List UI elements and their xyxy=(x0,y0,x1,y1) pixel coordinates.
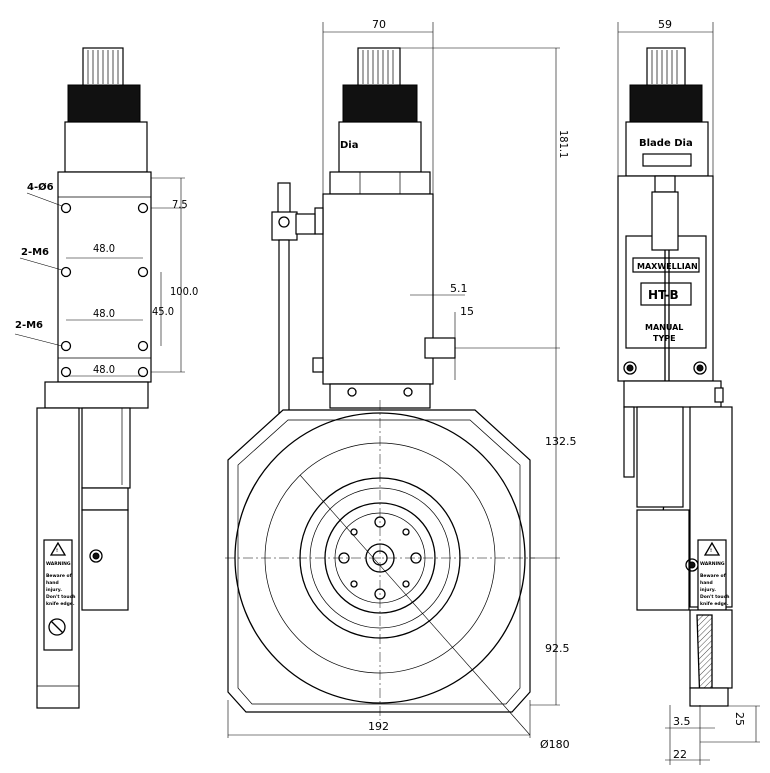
svg-text:!: ! xyxy=(56,548,58,554)
svg-text:knife edge.: knife edge. xyxy=(46,601,75,607)
model-label: HT-B xyxy=(648,288,679,302)
blade-dia-label: Blade Dia xyxy=(639,138,693,149)
screw-icon xyxy=(623,361,637,375)
svg-text:knife edge.: knife edge. xyxy=(700,601,729,607)
warning-triangle-icon xyxy=(703,541,721,556)
dim-100: 100.0 xyxy=(170,285,198,298)
dim-48-lower: 48.0 xyxy=(93,363,115,376)
brand-label: MAXWELLIAN xyxy=(637,262,698,271)
dim-circle-180: Ø180 xyxy=(540,738,570,751)
hole-icon xyxy=(137,340,149,352)
front-main-body xyxy=(322,193,434,385)
warning-title-left: WARNING xyxy=(46,561,71,567)
manual-label: MANUAL xyxy=(645,323,683,332)
screw-icon xyxy=(693,361,707,375)
dim-59: 59 xyxy=(658,18,672,31)
dim-5-1: 5.1 xyxy=(450,282,468,295)
knurl-lines-front xyxy=(362,50,394,84)
right-knob-upper xyxy=(646,47,686,87)
front-knob-grip xyxy=(342,84,418,123)
svg-text:Beware of: Beware of xyxy=(700,573,726,579)
svg-text:injury.: injury. xyxy=(700,587,716,593)
dim-3-5: 3.5 xyxy=(673,715,691,728)
dim-25: 25 xyxy=(733,712,746,726)
hole-icon xyxy=(60,266,72,278)
front-view: Dia xyxy=(225,18,577,751)
dim-132-5: 132.5 xyxy=(545,435,577,448)
hole-icon xyxy=(60,202,72,214)
front-side-tab xyxy=(424,337,456,359)
dim-7-5: 7.5 xyxy=(172,198,188,211)
dim-48-middle: 48.0 xyxy=(93,307,115,320)
knob-grip-dark xyxy=(67,84,141,123)
hex-nut-icon xyxy=(89,549,103,563)
svg-text:injury.: injury. xyxy=(46,587,62,593)
knurl-lines-right xyxy=(651,50,678,84)
left-side-view: 48.0 48.0 48.0 7.5 100.0 45.0 4-Ø6 2-M6 … xyxy=(14,47,198,709)
right-knob-body xyxy=(625,121,709,177)
air-tube xyxy=(278,239,290,421)
glove-icon xyxy=(48,618,66,636)
hole-icon xyxy=(137,266,149,278)
callout-4-holes: 4-Ø6 xyxy=(27,181,54,193)
callout-m6-upper: 2-M6 xyxy=(21,247,49,258)
knob-body xyxy=(64,121,148,173)
warning-sticker-left: ! WARNING Beware of hand injury. Don't t… xyxy=(43,539,75,651)
dim-70: 70 xyxy=(372,18,386,31)
svg-text:Don't touch: Don't touch xyxy=(46,594,75,600)
knurl-lines-upper xyxy=(87,50,119,84)
hole-icon xyxy=(60,366,72,378)
dim-22: 22 xyxy=(673,748,687,761)
svg-text:!: ! xyxy=(710,548,712,554)
dim-92-5: 92.5 xyxy=(545,642,570,655)
hole-icon xyxy=(137,202,149,214)
svg-text:hand: hand xyxy=(700,580,713,586)
callout-m6-lower: 2-M6 xyxy=(15,320,43,331)
svg-text:Don't touch: Don't touch xyxy=(700,594,729,600)
warning-title-right: WARNING xyxy=(700,561,725,567)
hole-icon xyxy=(137,366,149,378)
type-label: TYPE xyxy=(653,334,676,343)
warning-triangle-icon xyxy=(49,541,67,556)
left-mount-plate xyxy=(57,171,152,383)
right-knob-grip xyxy=(629,84,703,123)
right-side-view: Blade Dia MAXWELLIAN HT-B MANUAL TYPE xyxy=(617,18,760,765)
dial-label-fragment: Dia xyxy=(340,140,358,151)
dim-15: 15 xyxy=(460,305,474,318)
svg-text:Beware of: Beware of xyxy=(46,573,72,579)
svg-text:hand: hand xyxy=(46,580,59,586)
dim-181: 181.1 xyxy=(557,130,570,158)
warning-sticker-right: ! WARNING Beware of hand injury. Don't t… xyxy=(697,539,729,611)
dim-192: 192 xyxy=(368,720,389,733)
left-bracket xyxy=(44,381,149,409)
base-plate xyxy=(227,409,531,713)
dim-45: 45.0 xyxy=(152,305,174,318)
front-knob-upper xyxy=(357,47,401,87)
dim-48-upper: 48.0 xyxy=(93,242,115,255)
